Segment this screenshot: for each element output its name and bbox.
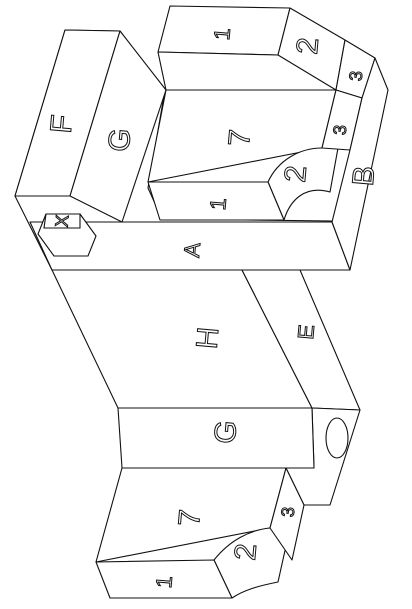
face-b <box>331 57 389 271</box>
label-upper-block-3: 3 <box>346 70 367 82</box>
lower-block-front-1 <box>95 559 233 599</box>
label-face-b: B <box>347 165 382 188</box>
label-cavity-3: 3 <box>330 124 351 136</box>
face-g-lower <box>117 407 315 469</box>
label-face-e: E <box>293 324 319 341</box>
label-lower-block-7: 7 <box>173 508 207 528</box>
label-cavity-2: 2 <box>279 164 313 184</box>
label-face-g-upper: G <box>103 127 138 153</box>
label-cavity-1: 1 <box>205 197 231 211</box>
label-face-a: A <box>179 241 205 258</box>
cavity-front-1 <box>147 181 285 221</box>
label-lower-block-3: 3 <box>278 506 299 518</box>
label-face-g-lower: G <box>209 419 244 445</box>
label-face-f: F <box>45 113 79 134</box>
label-lower-block-1: 1 <box>151 575 177 589</box>
label-face-h: H <box>191 326 226 350</box>
hex-hole-inner-edge <box>43 213 81 229</box>
oval-hole <box>325 417 349 459</box>
label-upper-block-2: 2 <box>291 36 325 56</box>
label-upper-block-1: 1 <box>209 27 235 41</box>
lower-block-side-3 <box>269 467 305 561</box>
label-lower-block-2: 2 <box>229 542 263 562</box>
label-hex-x: X <box>52 214 73 228</box>
label-cavity-7: 7 <box>223 128 257 148</box>
